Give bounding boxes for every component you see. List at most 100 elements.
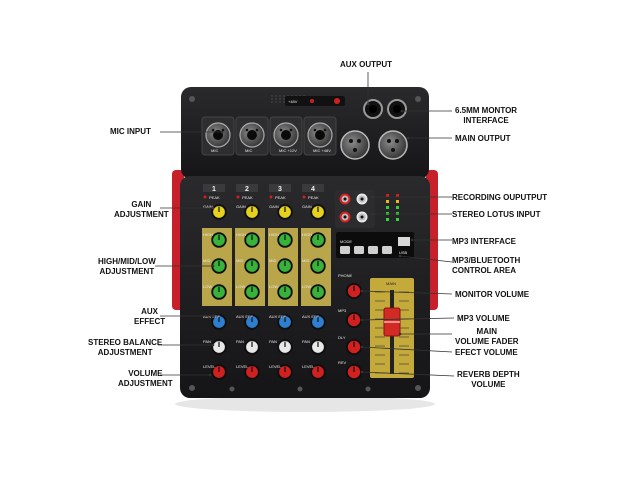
callout-volume-l2: ADJUSTMENT <box>118 379 173 388</box>
aux-label-ch1: AUX EFF <box>203 314 220 319</box>
mid-knob-ch2[interactable] <box>244 258 260 274</box>
callout-monitor-l2: INTERFACE <box>463 116 509 125</box>
dly-label: DLY <box>338 335 346 340</box>
aux-knob-ch2[interactable] <box>244 314 260 330</box>
level-knob-ch2[interactable] <box>244 364 260 380</box>
level-knob-ch1[interactable] <box>211 364 227 380</box>
mode-label: MODE <box>340 239 352 244</box>
peak-label-2: PEAK <box>242 195 253 200</box>
aux-knob-ch1[interactable] <box>211 314 227 330</box>
mic-jack-3[interactable] <box>269 116 303 156</box>
gain-knob-ch1[interactable] <box>211 204 227 220</box>
low-knob-ch2[interactable] <box>244 284 260 300</box>
main-output-left[interactable] <box>340 130 370 160</box>
play-button[interactable] <box>368 246 378 254</box>
power-button[interactable] <box>334 98 340 104</box>
high-knob-ch1[interactable] <box>211 232 227 248</box>
pan-knob-ch2[interactable] <box>244 339 260 355</box>
callout-mp3-volume: MP3 VOLUME <box>457 314 510 323</box>
callout-mp3bt-l1: MP3/BLUETOOTH <box>452 256 521 265</box>
mode-button[interactable] <box>340 246 350 254</box>
leader-dot-12 <box>410 238 414 242</box>
rca-jack-2[interactable] <box>356 193 368 205</box>
pan-label-ch2: PAN <box>236 339 244 344</box>
high-knob-ch2[interactable] <box>244 232 260 248</box>
callout-eq-l1: HIGH/MID/LOW <box>98 257 156 266</box>
callout-fader-l2: VOLUME FADER <box>455 337 519 346</box>
low-knob-ch4[interactable] <box>310 284 326 300</box>
usb-label: USB <box>399 250 408 255</box>
prev-button[interactable] <box>354 246 364 254</box>
main-output-right[interactable] <box>378 130 408 160</box>
level-knob-ch4[interactable] <box>310 364 326 380</box>
phantom-led <box>310 99 314 103</box>
gain-label-ch3: GAIN <box>269 204 279 209</box>
monitor-volume-knob[interactable] <box>346 283 362 299</box>
leader-line-18 <box>361 371 455 377</box>
rca-jacks <box>339 193 368 223</box>
mp3-volume-knob[interactable] <box>346 312 362 328</box>
monitor-jack[interactable] <box>387 99 407 119</box>
peak-label-1: PEAK <box>209 195 220 200</box>
low-knob-ch1[interactable] <box>211 284 227 300</box>
gain-knob-ch3[interactable] <box>277 204 293 220</box>
next-button[interactable] <box>382 246 392 254</box>
pan-label-ch1: PAN <box>203 339 211 344</box>
rca-jack-1[interactable] <box>339 193 351 205</box>
level-knob-ch3[interactable] <box>277 364 293 380</box>
mic-jack-2[interactable] <box>235 116 269 156</box>
leader-dot-8 <box>400 109 404 113</box>
leader-dot-4 <box>211 314 215 318</box>
rca-jack-4[interactable] <box>356 211 368 223</box>
aux-output-jack[interactable] <box>363 99 383 119</box>
leader-dot-2 <box>211 206 215 210</box>
fader-label: MAIN <box>386 281 396 286</box>
high-label-ch3: HIGH <box>269 232 279 237</box>
effect-volume-knob[interactable] <box>346 339 362 355</box>
high-knob-ch3[interactable] <box>277 232 293 248</box>
mp3-controls: MODE <box>340 239 392 254</box>
reverb-knob[interactable] <box>346 364 362 380</box>
mic-jack-1[interactable] <box>201 116 235 156</box>
leader-dot-14 <box>360 289 364 293</box>
rca-jack-3[interactable] <box>339 211 351 223</box>
aux-knob-ch3[interactable] <box>277 314 293 330</box>
low-knob-ch3[interactable] <box>277 284 293 300</box>
mic-jack-4[interactable] <box>303 116 337 156</box>
gain-label-ch2: GAIN <box>236 204 246 209</box>
mid-knob-ch1[interactable] <box>211 258 227 274</box>
leader-dot-16 <box>398 332 402 336</box>
leader-lines <box>155 72 455 377</box>
callout-mp3-interface: MP3 INTERFACE <box>452 237 517 246</box>
gain-knob-ch2[interactable] <box>244 204 260 220</box>
leader-dot-6 <box>208 373 212 377</box>
high-label-ch4: HIGH <box>302 232 312 237</box>
aux-knob-ch4[interactable] <box>310 314 326 330</box>
usb-port[interactable] <box>398 237 410 246</box>
callout-balance-l1: STEREO BALANCE <box>88 338 163 347</box>
pan-knob-ch3[interactable] <box>277 339 293 355</box>
mid-label-ch2: MID <box>236 258 243 263</box>
mic-jack-label-3: MIC +12V <box>279 148 297 153</box>
channel-number-1: 1 <box>212 186 216 193</box>
mid-knob-ch4[interactable] <box>310 258 326 274</box>
mid-knob-ch3[interactable] <box>277 258 293 274</box>
pan-knob-ch4[interactable] <box>310 339 326 355</box>
gain-knob-ch4[interactable] <box>310 204 326 220</box>
peak-led-4 <box>302 195 306 199</box>
device-shadow <box>175 396 435 412</box>
leader-dot-3 <box>211 264 215 268</box>
pan-knob-ch1[interactable] <box>211 339 227 355</box>
callout-eq-l2: ADJUSTMENT <box>99 267 155 276</box>
leader-dot-7 <box>366 102 370 106</box>
gain-label-ch1: GAIN <box>203 204 213 209</box>
high-knob-ch4[interactable] <box>310 232 326 248</box>
callout-balance-l2: ADJUSTMENT <box>97 348 153 357</box>
